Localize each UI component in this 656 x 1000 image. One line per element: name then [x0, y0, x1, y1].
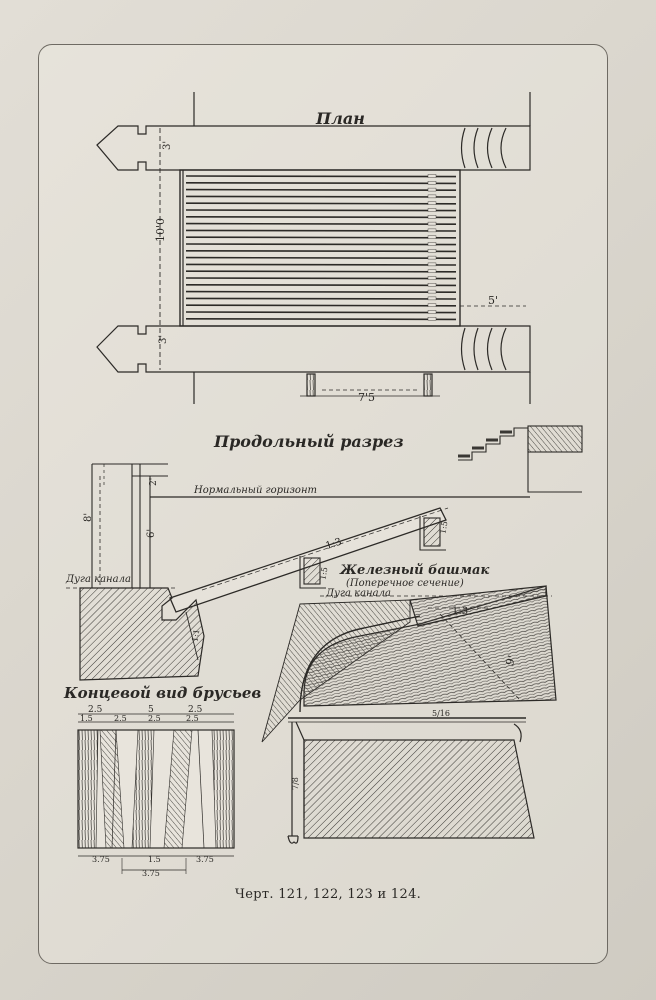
plan-slat-bolt	[427, 187, 437, 192]
end-dim-bottom-2: 3.75	[196, 855, 214, 864]
plan-top-band-label: 3'	[162, 141, 173, 150]
end-dim-bottom-center: 3.75	[142, 869, 160, 878]
plan-slat-bolt	[427, 208, 437, 212]
plan-slat-bolt	[427, 181, 437, 185]
section-lower-label: 1:1	[190, 628, 201, 642]
end-dim-bottom-1: 1.5	[148, 855, 161, 864]
plan-slat-bolt	[427, 194, 437, 199]
section-height-2: 2'	[149, 478, 159, 486]
plan-slat-bolt	[427, 317, 437, 321]
cross-section-label: (Поперечное сечение)	[346, 578, 464, 589]
section-small-label: 1:5	[318, 566, 329, 580]
plan-slat-bolt	[427, 262, 437, 267]
plan-slat-line	[185, 290, 457, 294]
plan-slat-line	[185, 263, 457, 266]
plan-slat-line	[185, 222, 457, 225]
plan-slats	[185, 174, 457, 321]
plan-slat-line	[185, 243, 457, 246]
end-dim-top-0: 2.5	[88, 705, 103, 715]
plan-slat-line	[185, 317, 457, 321]
section-height-6: 6'	[146, 529, 157, 538]
plan-slat-line	[185, 277, 457, 280]
plan-slat-line	[185, 297, 457, 300]
plan-slat-line	[185, 209, 457, 212]
plan-figure	[96, 92, 531, 404]
end-view-title: Концевой вид брусьев	[63, 684, 261, 702]
plan-slat-bolt	[427, 215, 437, 219]
plan-slat-bolt	[427, 249, 437, 253]
plan-slat-bolt	[427, 296, 437, 301]
plan-slat-line	[185, 270, 457, 273]
plan-slat-bolt	[427, 255, 437, 260]
end-view-figure	[77, 713, 235, 874]
plan-slat-line	[185, 236, 457, 239]
end-view-dims: 2.5 5 2.5 1.5 2.5 2.5 2.5 3.75 1.5 3.75 …	[80, 705, 214, 878]
end-dim-second-0: 1.5	[80, 714, 93, 723]
iron-shoe-title: Железный башмак	[339, 563, 489, 578]
detail-height-label: 9'	[503, 654, 519, 668]
plan-bottom-band-label: 3'	[158, 335, 169, 344]
end-dim-bottom-0: 3.75	[92, 855, 110, 864]
plan-spacing-label: 7'5	[358, 391, 375, 404]
iron-shoe-figure	[261, 585, 557, 844]
plan-title: План	[315, 109, 365, 128]
canal-bottom-right-label: Дуга канала	[325, 588, 391, 599]
plan-slat-line	[185, 216, 457, 219]
plan-slat-line	[185, 182, 457, 185]
plan-slat-bolt	[427, 201, 437, 205]
plan-slat-line	[185, 304, 457, 307]
plan-slat-line	[185, 256, 457, 260]
end-dim-second-3: 2.5	[186, 714, 199, 723]
figure-caption: Черт. 121, 122, 123 и 124.	[234, 887, 422, 902]
end-dim-top-2: 2.5	[188, 705, 203, 715]
detail-side-label: 7/8	[291, 777, 300, 790]
detail-slope-label: 1:3	[452, 606, 468, 617]
plan-slat-bolt	[427, 283, 437, 287]
plan-slat-bolt	[427, 310, 437, 314]
plan-slat-line	[185, 202, 457, 205]
section-stair-icon	[458, 425, 583, 493]
plan-slat-bolt	[427, 303, 437, 307]
plan-slat-bolt	[427, 221, 437, 226]
plan-slat-bolt	[427, 228, 437, 233]
plan-slat-bolt	[427, 269, 437, 273]
plan-slat-line	[185, 250, 457, 253]
plan-slat-bolt	[427, 174, 437, 178]
plan-slat-bolt	[427, 276, 437, 280]
plan-slat-line	[185, 175, 457, 178]
plan-slat-bolt	[427, 289, 437, 294]
canal-bottom-left-label: Дуга канала	[65, 574, 131, 585]
end-dim-second-1: 2.5	[114, 714, 127, 723]
detail-base-label: 5/16	[432, 709, 450, 718]
end-dim-second-2: 2.5	[148, 714, 161, 723]
plan-slat-bolt	[427, 242, 437, 246]
plan-slat-line	[185, 283, 457, 287]
plan-depth-label: 5'	[488, 294, 498, 307]
plan-slat-bolt	[427, 235, 437, 239]
plan-slat-line	[185, 311, 457, 314]
section-title: Продольный разрез	[213, 432, 404, 451]
section-post-label: 1:5	[438, 520, 449, 534]
section-figure	[66, 463, 552, 681]
normal-horizon-label: Нормальный горизонт	[193, 485, 317, 496]
section-height-8: 8'	[83, 513, 94, 522]
plan-slat-line	[185, 188, 457, 191]
plan-slat-line	[185, 229, 457, 232]
plan-width-label: 10'0	[154, 218, 167, 242]
section-slope-label: 1:3	[324, 537, 343, 552]
plan-slat-line	[185, 195, 457, 198]
end-dim-top-1: 5	[148, 705, 154, 715]
